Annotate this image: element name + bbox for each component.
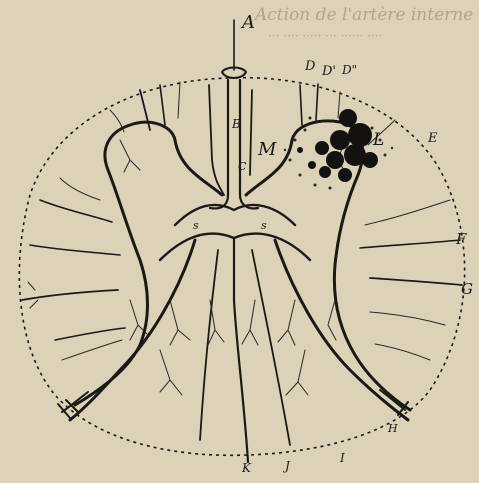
lesion-cluster [297, 109, 378, 182]
label-d-prime: D' [321, 64, 336, 79]
label-f: F [455, 230, 467, 248]
label-g: G [461, 280, 473, 298]
vessel-b [209, 85, 224, 195]
label-bottom-k: K [241, 461, 252, 475]
page-header-bleed-text-2: ··· ···· ····· ··· ······ ···· [268, 29, 382, 43]
septum-right [252, 250, 290, 445]
label-d-double-prime: D" [341, 63, 357, 77]
label-bottom-i: I [339, 451, 345, 465]
label-c: C [238, 160, 247, 173]
label-m: M [257, 139, 277, 160]
posterior-median-septum [234, 238, 248, 462]
vessel-c [250, 90, 252, 175]
label-l: L [372, 130, 384, 150]
left-root-fibres [58, 392, 88, 418]
label-h: H [387, 422, 398, 435]
page-header-bleed-text: Action de l'artère interne d'une substan… [253, 5, 479, 25]
septum-left [200, 250, 218, 440]
left-anterior-horn [75, 122, 222, 405]
radial-vessels-right [300, 84, 462, 360]
posterior-branching-vessels [120, 140, 345, 395]
label-s-left: s [193, 219, 199, 232]
label-b: B [231, 117, 241, 131]
label-e: E [427, 131, 438, 146]
label-bottom-j: J [282, 459, 291, 473]
label-d: D [304, 59, 316, 74]
label-a: A [240, 12, 255, 33]
label-s-right: s [261, 219, 267, 232]
left-posterior-horn [70, 240, 195, 420]
